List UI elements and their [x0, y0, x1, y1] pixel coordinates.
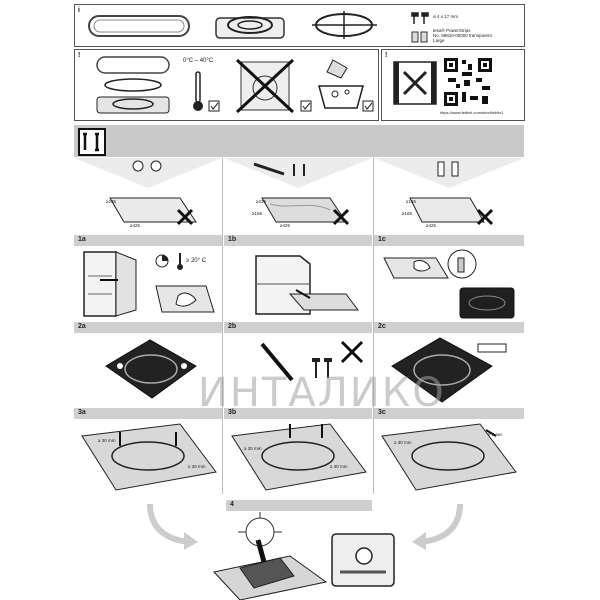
step-bar-1b: [224, 235, 372, 246]
step-bar-2b: [224, 322, 372, 333]
checkbox-icon: [300, 100, 312, 112]
step-bar-1c: [374, 235, 524, 246]
step-label-4: 4: [230, 501, 234, 508]
measure-c-bottom: ≥425: [426, 223, 436, 228]
measure-b-side: ≥165: [252, 211, 262, 216]
tape-strip-icon: [411, 31, 428, 43]
tools-film-icon: [393, 61, 437, 105]
mounting-board-b: [231, 423, 367, 491]
step-label-2c: 2c: [378, 323, 386, 330]
tape-spec-line1: tesa® PowerStrips: [433, 28, 471, 33]
tape-spec-line2: No. 58810-00000 transparent: [433, 33, 492, 38]
checkbox-icon: [208, 100, 220, 112]
hand-wash-icon: [318, 59, 364, 109]
temperature-2a: ≥ 20° C: [186, 258, 207, 264]
measure-c-side: ≥165: [402, 211, 412, 216]
step-bar-3c: [374, 408, 524, 419]
step-bar-2a: [74, 322, 222, 333]
hold-time-c: ≥ 5 sec: [488, 432, 503, 437]
qr-panel: ! https://www.fettish.com/short/trittbr1: [381, 49, 525, 121]
column-c-arrow: [374, 158, 524, 188]
warning-marker: !: [78, 52, 81, 59]
stacked-trays-illustration: [96, 56, 170, 114]
step-label-3a: 3a: [78, 409, 86, 416]
info-marker: i: [78, 7, 80, 14]
tray-outline-illustration: [88, 15, 190, 37]
step-label-1a: 1a: [78, 236, 86, 243]
trivet-illustration: [215, 16, 285, 39]
offset-a-right: ≥ 30 mm: [188, 464, 206, 469]
surface-board-b: [261, 197, 350, 226]
offset-b-left: ≥ 30 mm: [244, 446, 262, 451]
measure-c-top: ≥165: [406, 199, 416, 204]
surface-board-a: [109, 197, 197, 226]
info-panel: i ø 4 x 17 mm tesa® PowerStrips No. 5881…: [74, 4, 525, 47]
step-label-1b: 1b: [228, 236, 237, 243]
measure-a-top: ≥235: [106, 199, 116, 204]
screwdriver-screws-illustration: [260, 340, 364, 382]
mounting-board-c: [381, 423, 517, 491]
detail-zoom-illustration: [331, 533, 395, 587]
step-label-3b: 3b: [228, 409, 237, 416]
step-bar-1a: [74, 235, 222, 246]
mounting-board-a: [81, 423, 217, 491]
curved-arrow-right: [412, 503, 463, 550]
surface-board-c: [409, 197, 494, 226]
no-dishwasher-icon: [235, 58, 295, 114]
column-divider-1: [222, 158, 223, 494]
clock-icon: [155, 254, 169, 268]
grate-illustration: [312, 11, 377, 39]
screw-spec: ø 4 x 17 mm: [433, 14, 459, 19]
checkbox-icon: [362, 100, 374, 112]
qr-code-icon[interactable]: [442, 56, 494, 108]
step-bar-3a: [74, 408, 222, 419]
measure-b-top: ≥235: [256, 199, 266, 204]
cleaning-illustration: [383, 249, 515, 319]
tape-spec-line3: Large: [433, 38, 445, 43]
final-assembly-illustration: [213, 512, 328, 600]
tools-header-band: [74, 125, 524, 157]
refrigerator-illustration: [83, 251, 137, 317]
step-label-1c: 1c: [378, 236, 386, 243]
offset-b-right: ≥ 30 mm: [330, 464, 348, 469]
step-label-3c: 3c: [378, 409, 386, 416]
warning-panel: ! 0°C – 40°C: [74, 49, 379, 121]
tools-icon-box: [78, 128, 106, 156]
trivet-underside-a: [105, 339, 197, 399]
offset-c-left: ≥ 30 mm: [394, 440, 412, 445]
column-a-arrow: [74, 158, 222, 188]
step-bar-2c: [374, 322, 524, 333]
curved-arrow-left: [147, 503, 198, 550]
column-divider-2: [373, 158, 374, 494]
temperature-range: 0°C – 40°C: [183, 58, 214, 64]
thermometer-icon: [193, 71, 203, 111]
screw-icon: [411, 12, 429, 24]
thermometer-small-icon: [177, 253, 183, 270]
instruction-url[interactable]: https://www.fettish.com/short/trittbr1: [440, 110, 504, 115]
step-label-2a: 2a: [78, 323, 86, 330]
qr-marker: !: [385, 52, 388, 59]
column-b-arrow: [224, 158, 372, 188]
measure-b-bottom: ≥425: [280, 223, 290, 228]
step-bar-4: [226, 500, 372, 511]
step-bar-3b: [224, 408, 372, 419]
step-label-2b: 2b: [228, 323, 237, 330]
cabinet-illustration: [255, 255, 359, 315]
measure-a-bottom: ≥425: [130, 223, 140, 228]
trivet-underside-c: [391, 337, 507, 403]
wrench-screwdriver-icon: [83, 132, 99, 152]
offset-a-left: ≥ 30 mm: [98, 438, 116, 443]
tape-spec: tesa® PowerStrips No. 58810-00000 transp…: [433, 28, 492, 43]
wipe-board-illustration: [155, 285, 215, 313]
